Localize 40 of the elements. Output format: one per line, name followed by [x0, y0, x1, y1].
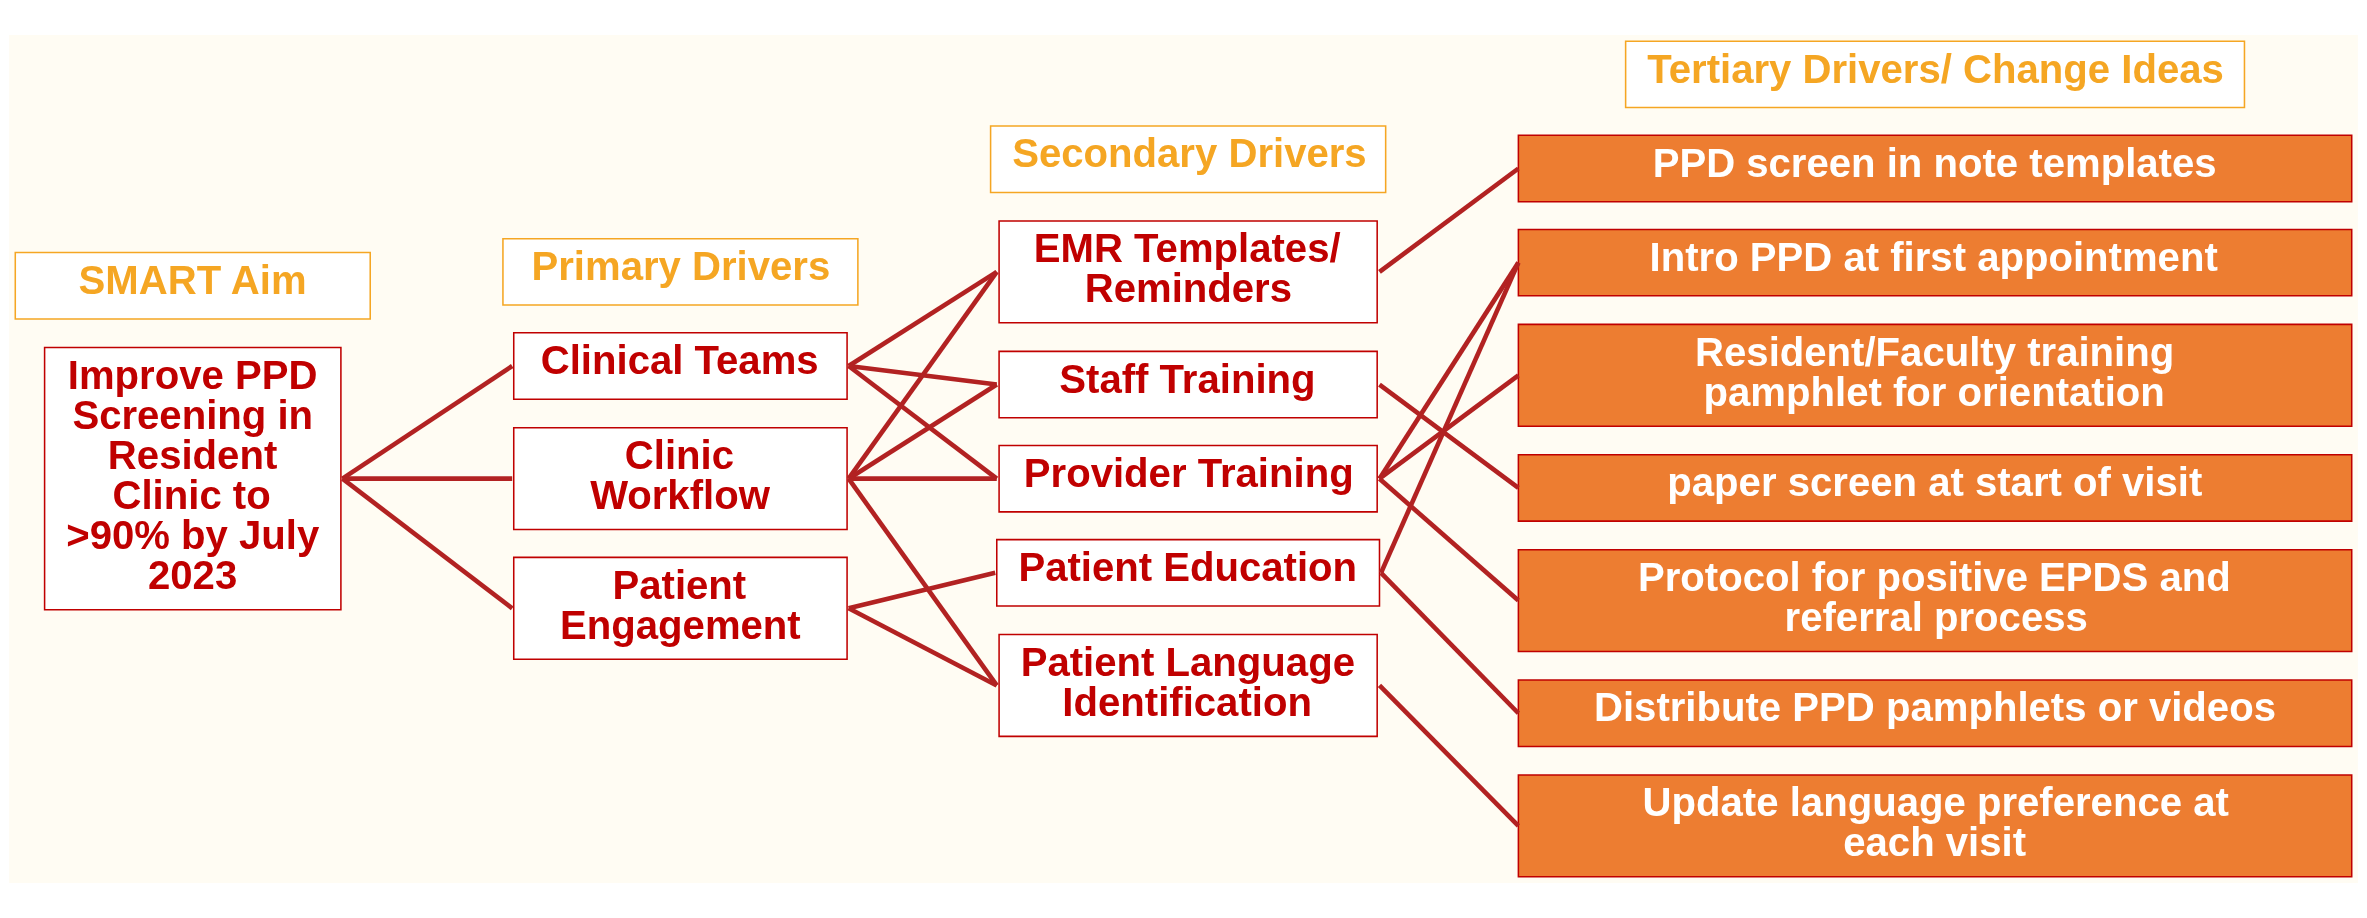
connector: [847, 382, 998, 481]
node-box: Staff Training: [998, 350, 1378, 419]
connector: [847, 606, 998, 688]
node-box: paper screen at start of visit: [1517, 454, 2353, 522]
node-box: Patient Engagement: [512, 556, 848, 660]
connector: [341, 364, 514, 481]
connector: [846, 477, 999, 687]
node-box: Primary Drivers: [502, 237, 859, 306]
node-box: EMR Templates/ Reminders: [998, 220, 1378, 324]
connector: [1379, 571, 1521, 715]
connector: [1378, 166, 1520, 274]
node-box: Intro PPD at first appointment: [1517, 228, 2353, 297]
node-box: Provider Training: [998, 444, 1378, 513]
node-box: Resident/Faculty training pamphlet for orientation: [1517, 323, 2353, 427]
node-box: Improve PPD Screening in Resident Clinic to >90% by July 2023: [43, 346, 342, 611]
node-box: Update language preference at each visit: [1517, 774, 2353, 878]
connector: [847, 364, 999, 481]
node-box: Clinic Workflow: [512, 427, 848, 531]
node-box: Tertiary Drivers/ Change Ideas: [1624, 40, 2246, 109]
connector: [341, 476, 514, 611]
connector: [1378, 382, 1520, 490]
connector: [848, 570, 996, 611]
connector: [1377, 261, 1521, 480]
node-box: PPD screen in note templates: [1517, 134, 2353, 203]
connector: [1378, 261, 1521, 574]
node-box: SMART Aim: [14, 251, 371, 320]
connector: [342, 476, 513, 481]
node-box: Patient Education: [996, 538, 1381, 607]
connector: [848, 363, 998, 387]
connector: [1378, 373, 1520, 481]
node-box: Protocol for positive EPDS and referral process: [1517, 548, 2353, 653]
connector: [848, 476, 997, 481]
node-box: Distribute PPD pamphlets or videos: [1517, 679, 2353, 748]
connector: [1377, 683, 1521, 828]
connector: [1377, 476, 1520, 603]
connector: [846, 270, 999, 481]
node-box: Patient Language Identification: [998, 633, 1378, 738]
node-box: Secondary Drivers: [989, 125, 1387, 194]
connector: [847, 269, 998, 368]
node-box: Clinical Teams: [512, 332, 848, 400]
